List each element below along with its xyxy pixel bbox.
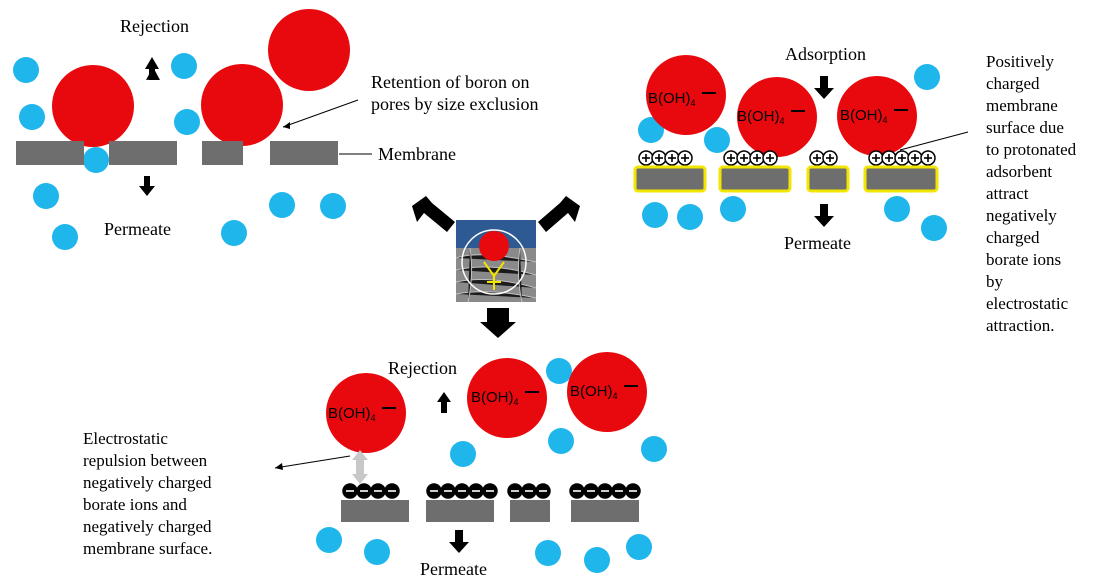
water-molecule [33, 183, 59, 209]
water-molecule [221, 220, 247, 246]
up-arrow [437, 392, 451, 413]
borate-ion-label: B(OH)4 [840, 107, 888, 125]
water-molecule [720, 196, 746, 222]
water-molecule [704, 127, 730, 153]
membrane-segment [109, 141, 177, 165]
membrane-segment [510, 500, 550, 522]
adsorption-permeate-label: Permeate [784, 233, 851, 253]
membrane-segment [16, 141, 84, 165]
borate-ion [467, 358, 547, 438]
up-arrow [145, 57, 159, 80]
size-exclusion-panel [13, 9, 372, 250]
membrane-segment [426, 500, 494, 522]
positive-charge-note: Positively charged membrane surface due … [986, 52, 1077, 335]
water-molecule [450, 441, 476, 467]
borate-ion-label: B(OH)4 [328, 405, 376, 423]
water-molecule [19, 104, 45, 130]
arrow-to-size-exclusion [412, 196, 455, 232]
borate-ion [567, 352, 647, 432]
positive-note-leader-line [899, 131, 969, 151]
water-molecule [52, 224, 78, 250]
repulsion-note: Electrostatic repulsion between negative… [83, 429, 213, 558]
water-molecule [320, 193, 346, 219]
water-molecule [642, 202, 668, 228]
borate-ion-label: B(OH)4 [471, 389, 519, 407]
boron-molecule [52, 65, 134, 147]
water-molecule [584, 547, 610, 573]
membrane-segment [202, 141, 243, 165]
water-molecule [638, 117, 664, 143]
size-rejection-label: Rejection [120, 16, 189, 36]
borate-ion-label: B(OH)4 [648, 90, 696, 108]
borate-ion [837, 76, 917, 156]
adsorbent-membrane-segment [718, 165, 792, 193]
membrane-segment [341, 500, 409, 522]
water-molecule [535, 540, 561, 566]
water-molecule [364, 539, 390, 565]
water-molecule [626, 534, 652, 560]
water-molecule [174, 109, 200, 135]
size-permeate-label: Permeate [104, 219, 171, 239]
retention-label: Retention of boron on pores by size excl… [371, 72, 539, 114]
boron-molecule [201, 64, 283, 146]
membrane-segment [270, 141, 338, 165]
water-molecule [13, 57, 39, 83]
boron-molecule [268, 9, 350, 91]
down-arrow [814, 204, 834, 227]
adsorbent-membrane-segment [633, 165, 707, 193]
water-molecule [641, 436, 667, 462]
borate-ion [326, 373, 406, 453]
membrane-label: Membrane [378, 144, 456, 164]
borate-ion-label: B(OH)4 [570, 383, 618, 401]
down-arrow [814, 76, 834, 99]
water-molecule [83, 147, 109, 173]
arrow-to-repulsion [480, 308, 516, 338]
borate-ion [646, 55, 726, 135]
borate-ion-label: B(OH)4 [737, 108, 785, 126]
retention-leader-line [282, 99, 359, 128]
adsorption-label: Adsorption [785, 44, 866, 64]
water-molecule [677, 204, 703, 230]
arrow-to-adsorption [538, 196, 580, 232]
central-membrane-image [455, 220, 537, 303]
adsorbent-membrane-segment [806, 165, 850, 193]
repulsion-rejection-label: Rejection [388, 358, 457, 378]
membrane-segment [571, 500, 639, 522]
water-molecule [884, 196, 910, 222]
water-molecule [921, 215, 947, 241]
repulsion-leader-line [274, 455, 351, 469]
water-molecule [269, 192, 295, 218]
repulsion-panel: B(OH)4B(OH)4B(OH)4 [274, 352, 667, 573]
down-arrow [139, 176, 155, 196]
water-molecule [546, 358, 572, 384]
borate-ion [737, 77, 817, 157]
adsorbent-membrane-segment [863, 165, 939, 193]
down-arrow [449, 530, 469, 553]
water-molecule [548, 428, 574, 454]
water-molecule [171, 53, 197, 79]
repulsion-permeate-label: Permeate [420, 559, 487, 579]
water-molecule [316, 527, 342, 553]
repulsion-double-arrow [352, 450, 368, 484]
water-molecule [914, 64, 940, 90]
